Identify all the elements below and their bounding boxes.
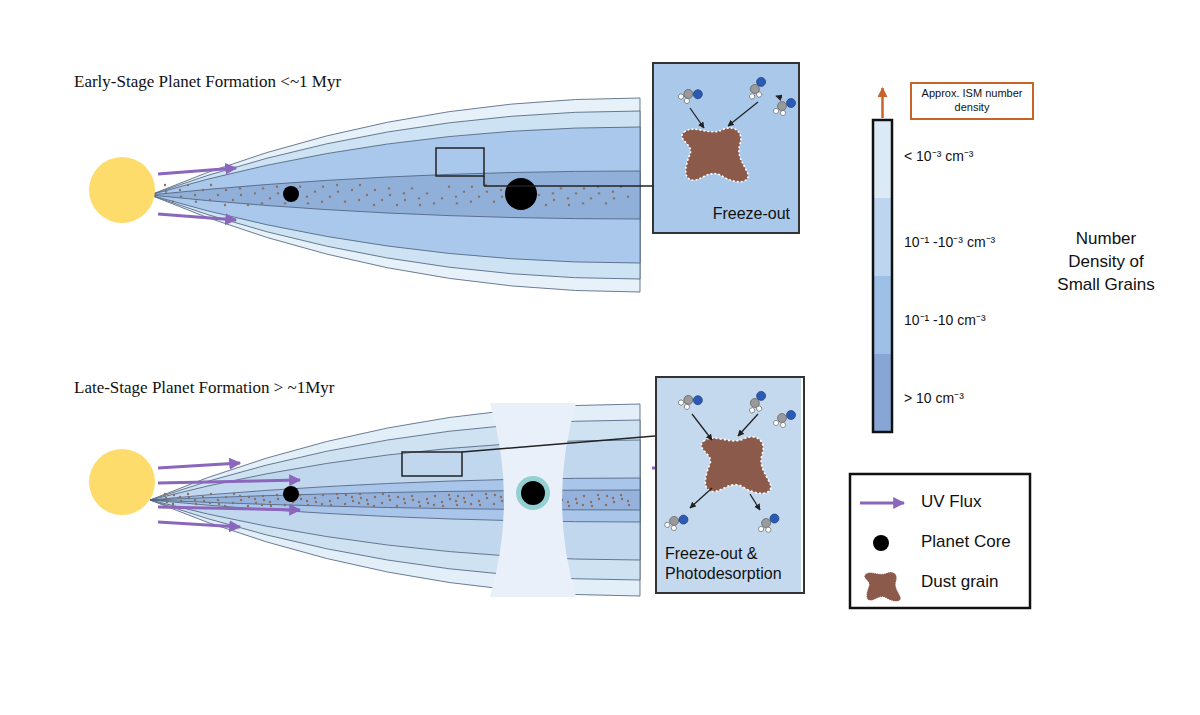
- late-disk: [150, 404, 640, 596]
- legend-sample: [873, 535, 889, 551]
- molecule: [677, 84, 704, 108]
- leader-line: [484, 185, 652, 187]
- leader-line: [462, 436, 655, 452]
- dust-midplane: [164, 184, 629, 206]
- panel-title: Late-Stage Planet Formation > ~1Myr: [74, 378, 335, 398]
- star: [89, 449, 155, 515]
- flow-arrow: [738, 414, 758, 436]
- planet-core: [505, 178, 537, 210]
- legend-text: Planet Core: [921, 532, 1011, 552]
- legend-text: Dust grain: [921, 572, 998, 592]
- disk-layer: [150, 171, 640, 219]
- molecule: [773, 99, 795, 116]
- flow-arrow: [728, 102, 758, 126]
- molecule: [744, 76, 772, 102]
- ism-arrow: [881, 88, 884, 118]
- uv-arrow: [158, 463, 240, 468]
- dust-grain: [682, 128, 748, 182]
- dust-grain: [701, 437, 771, 494]
- disk-layer: [150, 404, 640, 596]
- planet-core: [521, 481, 545, 505]
- flow-arrow: [750, 494, 760, 510]
- uv-arrow: [158, 168, 236, 174]
- flow-arrow: [690, 108, 704, 128]
- colorbar-segment: [873, 354, 892, 432]
- uv-arrow: [158, 507, 300, 510]
- colorbar-label: 10⁻¹ -10 cm⁻³: [904, 310, 986, 329]
- molecule: [756, 513, 781, 534]
- flow-arrow: [776, 96, 782, 98]
- colorbar-segment: [873, 276, 892, 354]
- colorbar-label: < 10⁻³ cm⁻³: [904, 146, 974, 165]
- legend-frame: [850, 474, 1030, 608]
- dust-grain: [864, 572, 900, 602]
- colorbar-segment: [873, 198, 892, 276]
- disk-layer: [150, 440, 640, 560]
- flow-arrow: [692, 414, 712, 440]
- planet-core: [283, 186, 299, 202]
- planet-halo: [516, 476, 550, 510]
- planet-core: [283, 486, 299, 502]
- star: [89, 157, 155, 223]
- molecule: [773, 411, 795, 428]
- zoom-box: [436, 148, 484, 176]
- molecule: [677, 390, 704, 414]
- leader-line: [483, 176, 485, 186]
- uv-arrow: [158, 480, 300, 483]
- uv-arrow: [158, 214, 236, 220]
- colorbar-label: > 10 cm⁻³: [904, 388, 964, 407]
- disk-layer: [150, 98, 640, 292]
- panel-title: Early-Stage Planet Formation <~1 Myr: [74, 72, 341, 92]
- colorbar-frame: [873, 120, 892, 432]
- molecule: [744, 390, 772, 416]
- disk-layer: [150, 478, 640, 522]
- uv-arrow: [158, 522, 240, 527]
- disk-layer: [150, 127, 640, 263]
- disk-gap: [490, 403, 576, 597]
- box-label: Approx. ISM number density: [916, 87, 1028, 115]
- legend-text: UV Flux: [921, 492, 981, 512]
- colorbar-label: 10⁻¹ -10⁻³ cm⁻³: [904, 232, 995, 251]
- zoom-box: [402, 452, 462, 476]
- inset-panel: Freeze-out & Photodesorption: [655, 376, 805, 594]
- disk-layer: [150, 111, 640, 279]
- panel-label: Freeze-out & Photodesorption: [665, 544, 795, 584]
- early-disk: [150, 98, 640, 292]
- axis-title: Number Density of Small Grains: [1046, 228, 1166, 297]
- flow-arrow: [690, 488, 712, 508]
- molecule: [664, 512, 689, 533]
- colorbar-segment: [873, 120, 892, 198]
- disk-layer: [150, 490, 640, 510]
- ism-box: Approx. ISM number density: [910, 82, 1034, 120]
- inset-panel: Freeze-out: [652, 62, 800, 234]
- legend-sample: [860, 502, 904, 505]
- panel-label: Freeze-out: [713, 204, 790, 224]
